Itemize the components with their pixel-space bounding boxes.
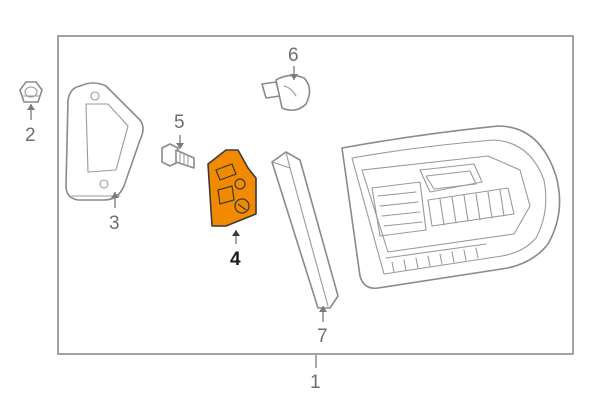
callout-5: 5 — [174, 112, 185, 133]
callout-7: 7 — [317, 326, 328, 347]
callout-6: 6 — [288, 45, 299, 66]
callout-4: 4 — [230, 249, 241, 270]
nut-icon — [19, 81, 43, 103]
arrow-7 — [319, 306, 327, 312]
screw-icon — [161, 143, 195, 169]
tail-lamp-assembly-icon — [341, 125, 561, 290]
callout-1: 1 — [310, 372, 321, 393]
callout-2: 2 — [25, 125, 36, 146]
callout-3: 3 — [109, 213, 120, 234]
bulb-socket-plate-icon — [207, 149, 257, 227]
arrow-3 — [111, 192, 119, 198]
bulb-icon — [261, 74, 311, 112]
arrow-4 — [232, 230, 240, 236]
assembly-frame — [57, 35, 574, 355]
reflector-strip-icon — [271, 151, 339, 309]
arrow-2 — [27, 104, 35, 110]
arrow-6 — [290, 74, 298, 80]
arrow-5 — [176, 143, 184, 149]
mounting-bracket-icon — [65, 82, 144, 201]
